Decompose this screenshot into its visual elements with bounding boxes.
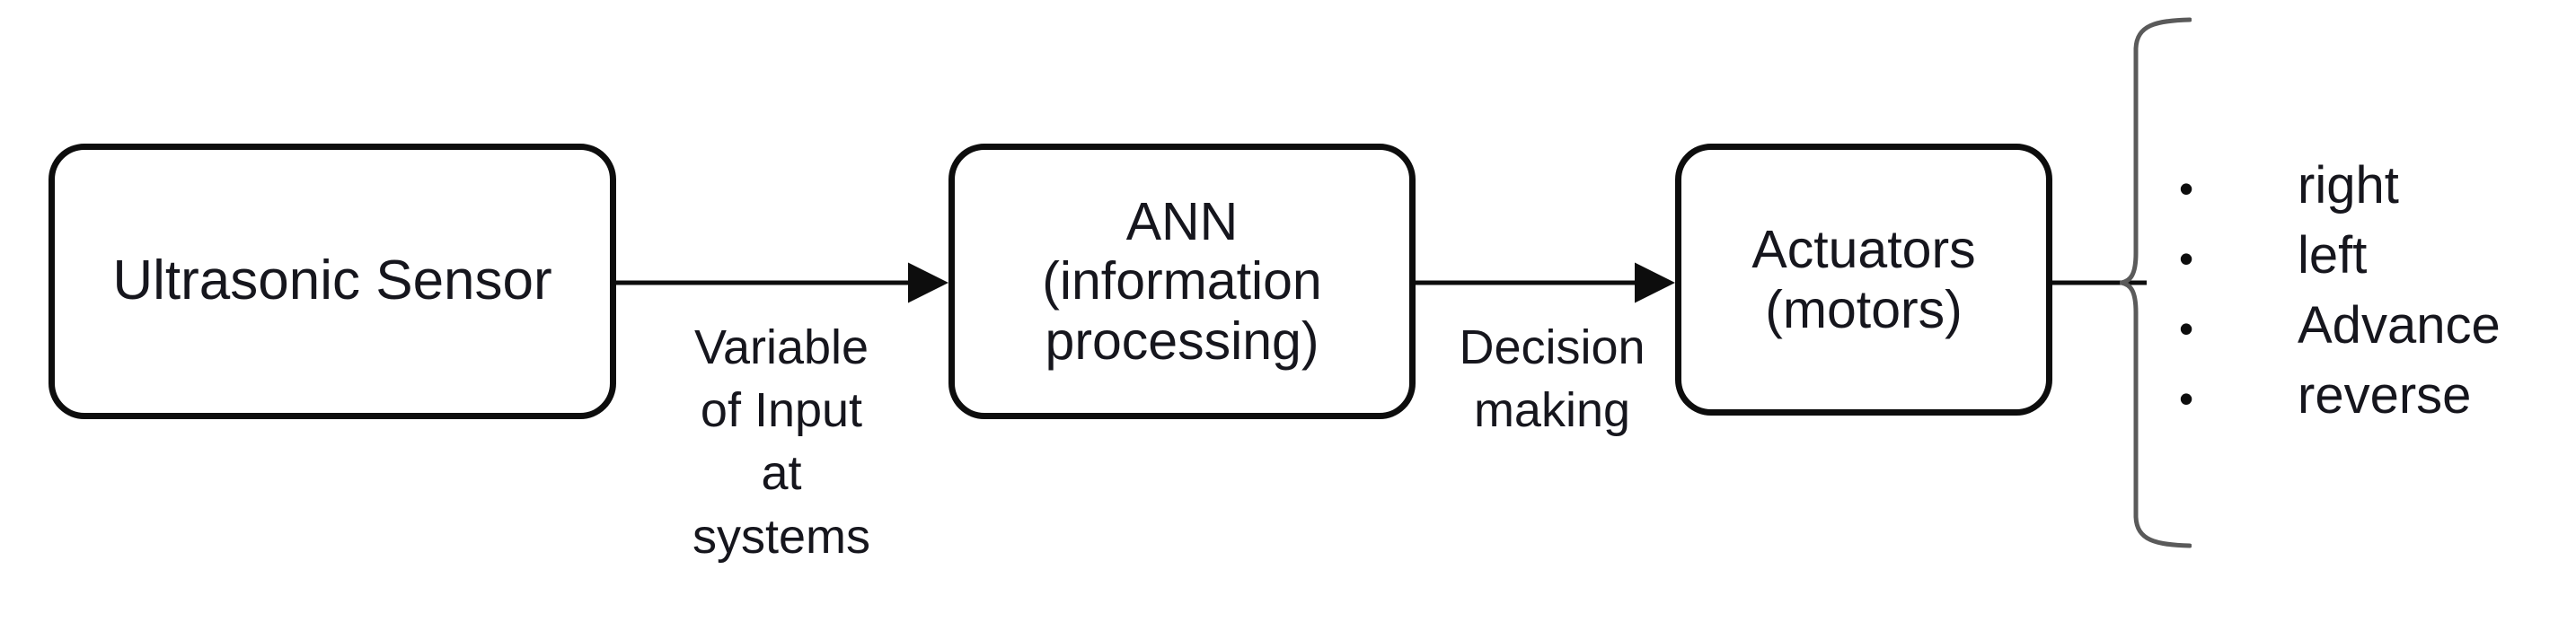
list-item[interactable]: • left: [2172, 230, 2567, 300]
node-ultrasonic-sensor[interactable]: Ultrasonic Sensor: [49, 144, 616, 419]
list-item[interactable]: • Advance: [2172, 300, 2567, 370]
bullet-icon: •: [2179, 305, 2194, 352]
list-item[interactable]: • reverse: [2172, 370, 2567, 440]
bullet-icon: •: [2179, 375, 2194, 422]
node-actuators[interactable]: Actuators (motors): [1675, 144, 2052, 416]
bullet-icon: •: [2179, 235, 2194, 282]
list-item[interactable]: • right: [2172, 160, 2567, 230]
node-actuators-label: Actuators (motors): [1751, 219, 1976, 339]
edge-label-decision-making: Decision making: [1459, 320, 1645, 438]
edge-label-variable-of-input: Variable of Input at systems: [692, 320, 871, 564]
output-label-right: right: [2298, 156, 2399, 215]
output-action-list: • right • left • Advance • reverse: [2172, 160, 2567, 440]
node-ann[interactable]: ANN (information processing): [948, 144, 1416, 419]
node-ultrasonic-sensor-label: Ultrasonic Sensor: [112, 250, 552, 312]
output-label-left: left: [2298, 226, 2368, 285]
bullet-icon: •: [2179, 165, 2194, 212]
output-label-reverse: reverse: [2298, 366, 2472, 425]
output-label-advance: Advance: [2298, 296, 2501, 355]
node-ann-label: ANN (information processing): [1042, 191, 1322, 371]
